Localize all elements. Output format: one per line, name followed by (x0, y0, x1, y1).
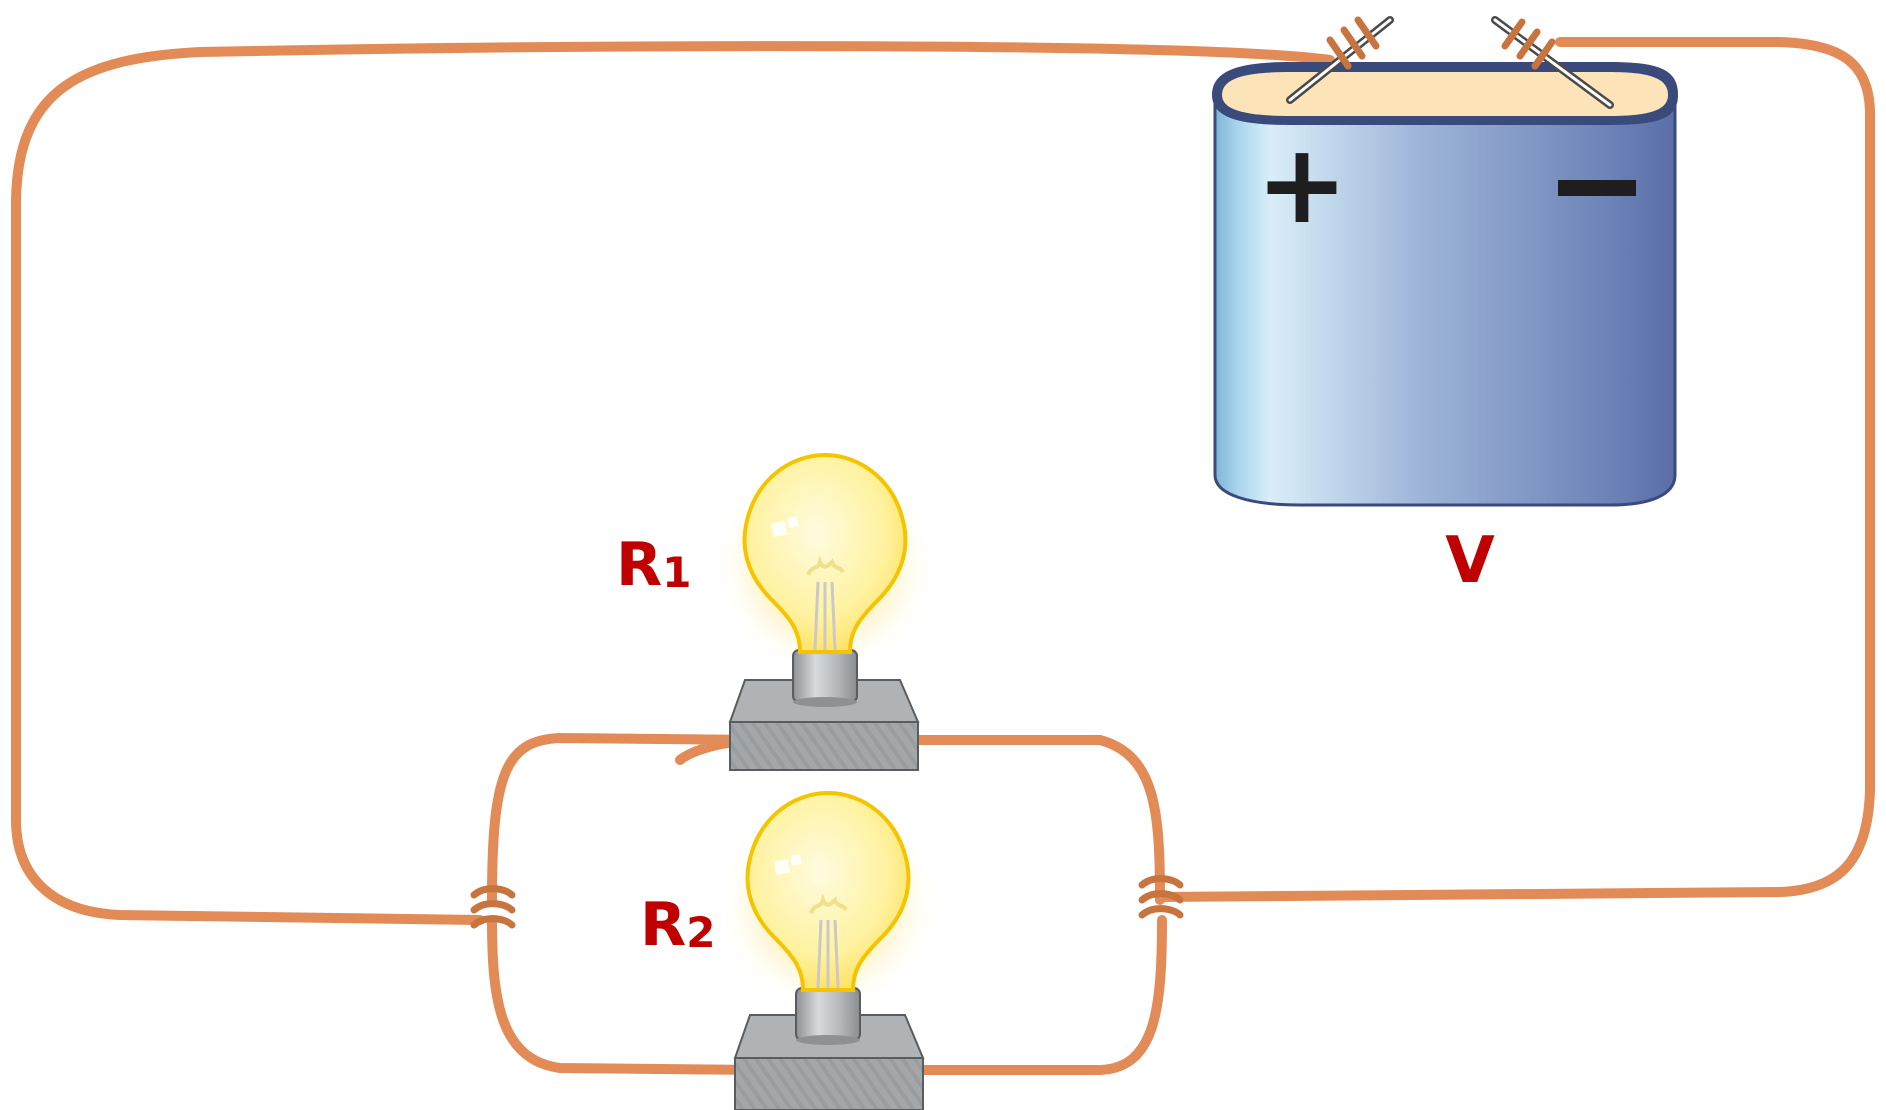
bulb-r1-glass (742, 452, 908, 654)
battery-terminal-positive (1286, 16, 1394, 104)
battery-body (1213, 93, 1677, 507)
battery: + (1212, 16, 1678, 507)
resistor-r1-label: R1 (616, 530, 691, 600)
wire-branch-r2 (487, 915, 1167, 1075)
junction-right (1138, 875, 1184, 919)
wires (11, 37, 1875, 1075)
battery-plus-sign: + (1256, 120, 1348, 248)
bulb-r2-glass (745, 790, 911, 992)
junction-left (470, 885, 516, 929)
voltage-label: V (1445, 524, 1495, 598)
wire-positive-to-left-junction (11, 41, 1335, 925)
resistor-r2-label: R2 (640, 890, 715, 960)
wire-right-junction-to-negative (1155, 37, 1875, 902)
battery-minus-sign (1558, 180, 1636, 196)
wire-branch-r1 (487, 733, 1165, 905)
bulb-r2 (716, 790, 940, 1110)
bulb-r1 (713, 452, 937, 771)
battery-terminal-negative (1491, 16, 1614, 109)
